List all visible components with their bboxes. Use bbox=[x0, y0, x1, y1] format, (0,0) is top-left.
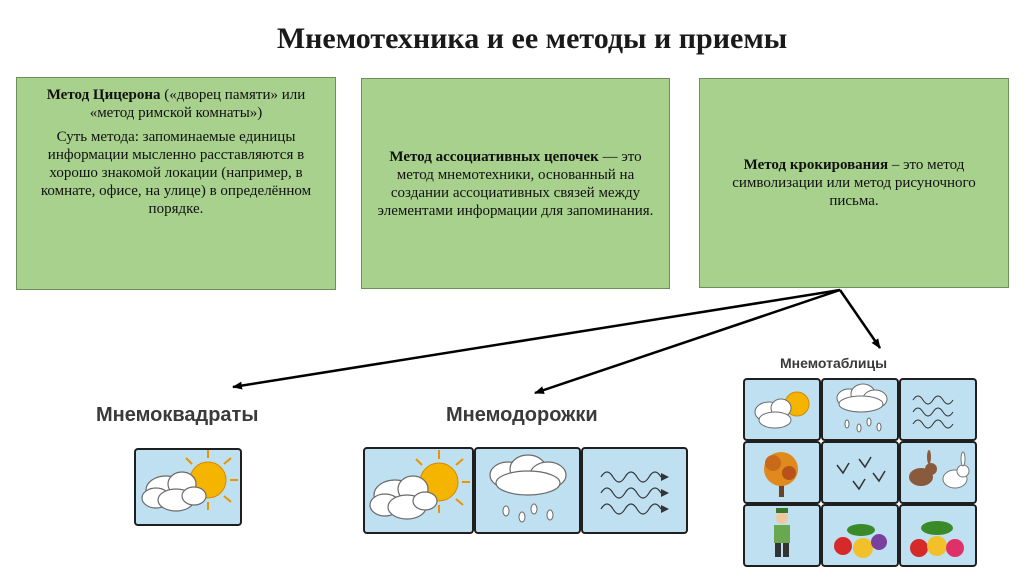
cicero-method-description: Суть метода: запоминаемые единицы информ… bbox=[40, 129, 312, 217]
arrow-to-squares bbox=[232, 288, 841, 390]
sketching-method-description: – это метод символизации или метод рисун… bbox=[732, 157, 976, 209]
cicero-method-name: Метод Цицерона bbox=[46, 87, 161, 103]
sketching-method-name: Метод крокирования bbox=[743, 157, 889, 173]
hare-icon bbox=[909, 450, 970, 489]
fruit-icon bbox=[910, 521, 964, 557]
birds-icon bbox=[836, 456, 886, 491]
mnemo-table-cell-8 bbox=[821, 504, 899, 567]
fruit-icon bbox=[834, 524, 887, 558]
mnemo-table-cell-9 bbox=[899, 504, 977, 567]
mnemo-table-cell-5 bbox=[821, 441, 899, 504]
child-icon bbox=[774, 508, 790, 557]
mnemo-table-cell-2 bbox=[821, 378, 899, 441]
mnemo-tables-label: Мнемотаблицы bbox=[780, 355, 888, 371]
rain-cloud-icon bbox=[489, 454, 567, 523]
mnemo-track-cell-3 bbox=[581, 447, 688, 534]
mnemo-square-cell bbox=[134, 448, 242, 526]
association-chain-method-description: — это метод мнемотехники, основанный на … bbox=[377, 148, 654, 219]
sketching-method-box: Метод крокирования – это метод символиза… bbox=[699, 78, 1009, 288]
page-title: Мнемотехника и ее методы и приемы bbox=[276, 22, 788, 55]
sun-cloud-icon bbox=[754, 391, 810, 429]
autumn-tree-icon bbox=[764, 452, 798, 497]
wind-icon bbox=[600, 471, 669, 515]
mnemo-table-cell-6 bbox=[899, 441, 977, 504]
mnemo-tracks-label: Мнемодорожки bbox=[446, 404, 598, 426]
association-chain-method-box: Метод ассоциативных цепочек — это метод … bbox=[361, 78, 670, 289]
association-chain-method-name: Метод ассоциативных цепочек bbox=[389, 148, 599, 165]
cicero-method-subtitle: («дворец памяти» или «метод римской комн… bbox=[89, 87, 306, 121]
wind-icon bbox=[912, 395, 954, 429]
cicero-method-box: Метод Цицерона («дворец памяти» или «мет… bbox=[16, 77, 336, 290]
mnemo-track-cell-1 bbox=[363, 447, 474, 534]
mnemo-table-cell-1 bbox=[743, 378, 821, 441]
mnemo-table-cell-4 bbox=[743, 441, 821, 504]
sun-cloud-icon bbox=[369, 450, 470, 520]
arrow-to-tracks bbox=[534, 288, 841, 395]
mnemo-squares-label: Мнемоквадраты bbox=[96, 404, 259, 426]
rain-cloud-icon bbox=[836, 383, 888, 433]
arrow-to-tables bbox=[838, 289, 882, 349]
mnemo-table-cell-7 bbox=[743, 504, 821, 567]
mnemo-table-cell-3 bbox=[899, 378, 977, 441]
mnemo-track-cell-2 bbox=[474, 447, 581, 534]
sun-cloud-icon bbox=[141, 450, 238, 512]
